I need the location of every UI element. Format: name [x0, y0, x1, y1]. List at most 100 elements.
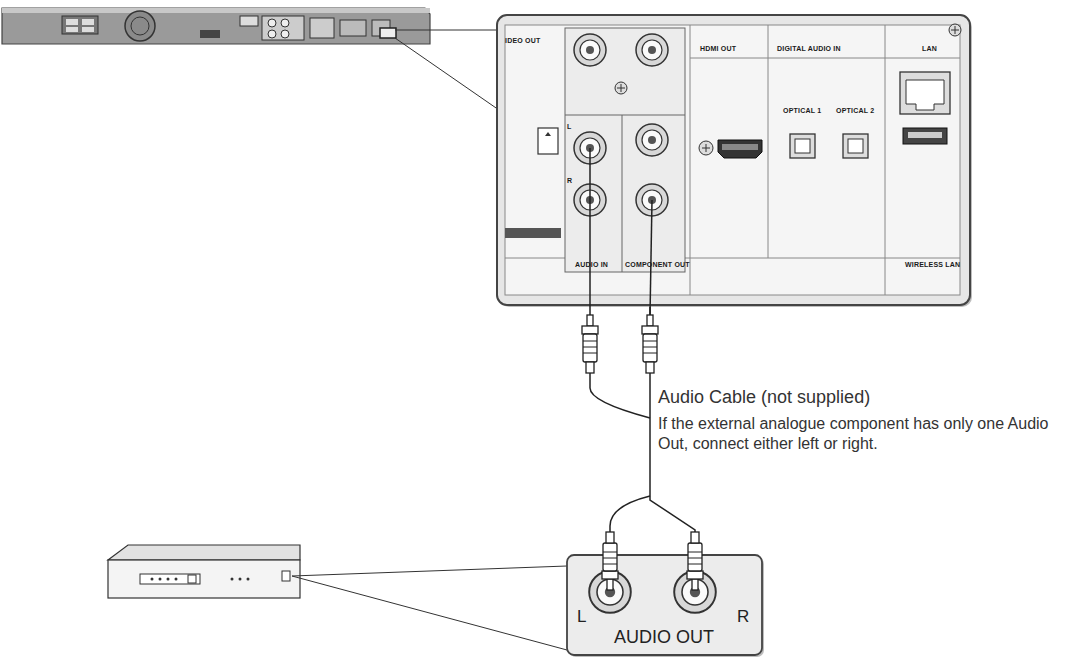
external-component: [231, 578, 234, 581]
rear-panel: [565, 115, 685, 116]
receiver-rear: [125, 11, 155, 41]
rear-panel: [497, 15, 970, 305]
external-component: [247, 578, 250, 581]
hdmi-port: [722, 144, 758, 150]
receiver-rear: [82, 27, 94, 32]
lan-port: [903, 128, 947, 144]
external-component: [159, 578, 162, 581]
hdmi-port: [699, 141, 713, 155]
rca-plug: [602, 532, 618, 590]
audio-out-box: L R AUDIO OUT: [567, 555, 762, 655]
audio-cable: [610, 496, 650, 532]
receiver-rear: [268, 19, 276, 27]
rear-panel: [615, 82, 627, 94]
port-label: OPTICAL 1: [783, 107, 821, 114]
receiver-rear: [380, 28, 396, 38]
leader-line: [395, 38, 499, 110]
rear-panel: [545, 132, 551, 136]
rear-panel: [538, 128, 558, 154]
rca-jack: [574, 34, 668, 216]
rear-panel: [768, 25, 769, 258]
leader-line: [395, 30, 499, 31]
port-label: HDMI OUT: [700, 45, 736, 52]
lan-port: [900, 72, 950, 114]
channel-label: R: [737, 607, 749, 627]
rear-panel: [690, 25, 691, 295]
rear-panel-box: IDEO OUT HDMI OUT DIGITAL AUDIO IN LAN OPTIC…: [497, 15, 970, 305]
receiver-rear: [2, 8, 430, 44]
receiver-rear: [200, 30, 220, 38]
port-label: LAN: [922, 45, 937, 52]
external-component: [108, 545, 300, 598]
audio-cable: [650, 200, 652, 315]
receiver-rear: [268, 30, 276, 38]
port-label: AUDIO IN: [575, 261, 608, 268]
rear-panel: [885, 25, 886, 295]
lan-port: [900, 72, 950, 144]
audio-cable: [589, 148, 591, 315]
rear-panel: [565, 28, 685, 272]
receiver-rear: [62, 16, 98, 34]
optical-port: [795, 139, 810, 153]
receiver-rear: [281, 30, 289, 38]
audio-out-panel: [567, 555, 764, 657]
rear-panel: [499, 17, 972, 307]
leader-line: [395, 30, 499, 110]
cable-label: Audio Cable (not supplied): [658, 386, 1058, 409]
external-component: [175, 578, 178, 581]
receiver-rear: [2, 8, 430, 44]
hdmi-port: [699, 140, 762, 158]
receiver-rear: [281, 19, 289, 27]
rca-plug: [687, 532, 703, 590]
lan-port: [908, 132, 942, 138]
port-label: OPTICAL 2: [836, 107, 874, 114]
hdmi-port: [718, 140, 762, 158]
external-component: [167, 578, 170, 581]
leader-line: [292, 566, 567, 650]
rca-jack: [574, 34, 606, 66]
receiver-rear: [82, 19, 94, 25]
external-component: [151, 578, 154, 581]
rear-panel: [949, 24, 961, 36]
port-label: IDEO OUT: [505, 37, 540, 44]
port-label: DIGITAL AUDIO IN: [777, 45, 841, 52]
external-component: [108, 545, 300, 560]
external-component: [282, 571, 290, 581]
rca-jack: [636, 124, 668, 156]
rear-panel: [690, 58, 960, 59]
receiver-rear: [66, 19, 78, 25]
rca-plug: [687, 532, 703, 590]
optical-port: [790, 134, 868, 158]
rear-panel: [497, 15, 972, 307]
lan-port: [906, 80, 944, 110]
rca-plug: [602, 532, 618, 590]
hdmi-port: [706, 144, 707, 152]
rca-plug: [582, 315, 598, 373]
receiver-rear: [340, 20, 366, 36]
rca-jack: [636, 34, 668, 66]
channel-label: L: [577, 607, 586, 627]
leader-line: [292, 576, 567, 650]
rca-plug: [642, 315, 658, 373]
panel-title: AUDIO OUT: [614, 627, 714, 648]
audio-cable: [590, 373, 650, 418]
port-label: COMPONENT OUT: [625, 261, 690, 268]
external-component: [239, 578, 242, 581]
leader-line: [292, 566, 567, 576]
optical-port: [848, 139, 863, 153]
note: If the external analogue component has o…: [658, 414, 1050, 454]
port-label: R: [567, 177, 572, 184]
receiver-rear: [131, 17, 149, 35]
rear-panel: [621, 84, 622, 92]
rear-panel: [622, 115, 623, 272]
receiver-rear: [262, 16, 304, 40]
rca-plug: [582, 315, 658, 373]
rear-panel: [505, 228, 561, 238]
external-component: [108, 560, 300, 598]
optical-port: [790, 134, 815, 158]
port-label: WIRELESS LAN: [905, 261, 960, 268]
receiver-rear: [2, 8, 430, 13]
receiver-rear: [66, 27, 78, 32]
